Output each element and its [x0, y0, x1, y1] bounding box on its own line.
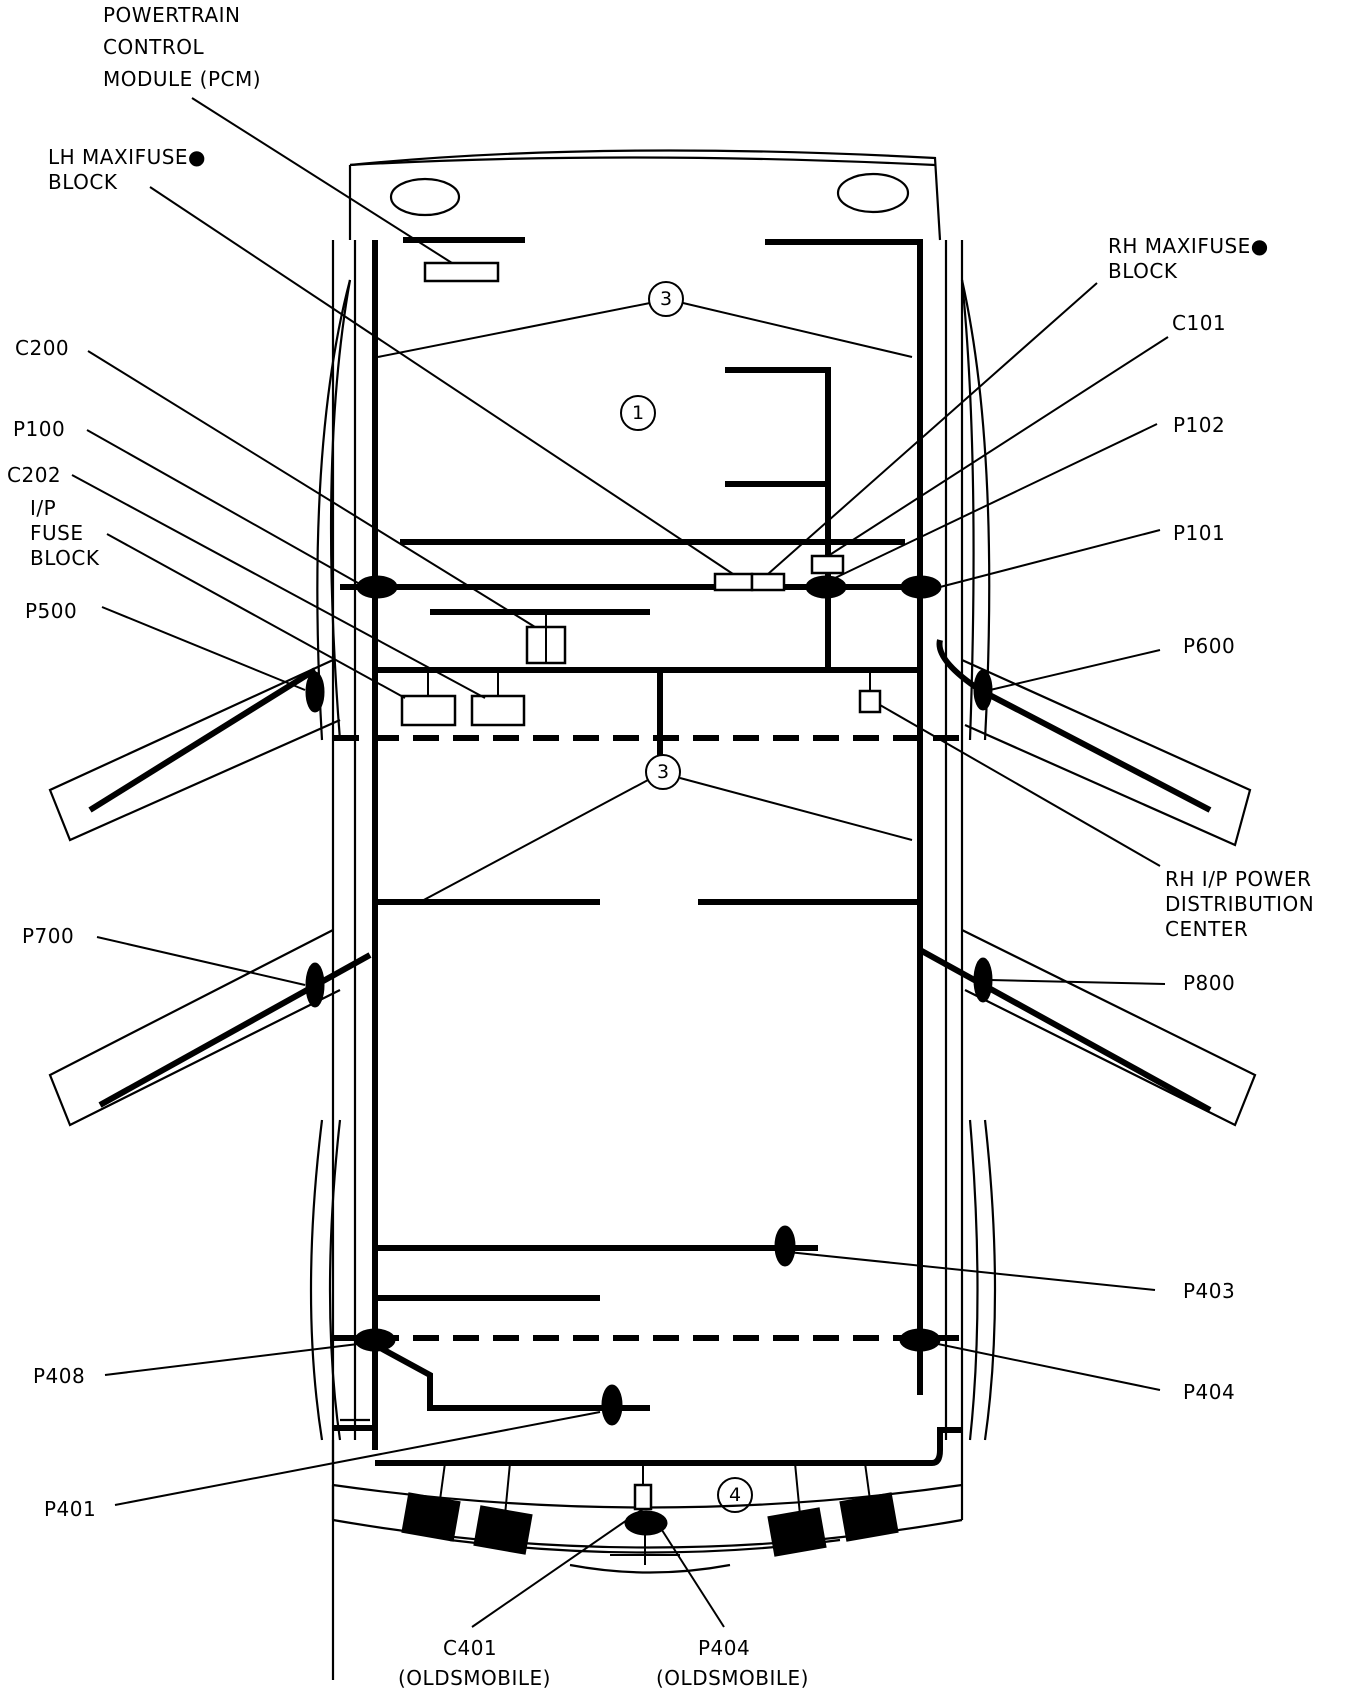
label-rh-ip-power-distribution-center: RH I/P POWER DISTRIBUTION CENTER [1165, 867, 1314, 941]
svg-text:(OLDSMOBILE): (OLDSMOBILE) [398, 1666, 551, 1690]
label-p403: P403 [1183, 1279, 1235, 1303]
p101-connector [900, 575, 942, 599]
label-p408: P408 [33, 1364, 85, 1388]
svg-text:I/P: I/P [30, 496, 56, 520]
callout-1: 1 [620, 395, 656, 431]
p403-connector [774, 1225, 796, 1267]
label-lh-maxifuse-block: LH MAXIFUSE● BLOCK [48, 145, 206, 194]
svg-text:MODULE (PCM): MODULE (PCM) [103, 67, 261, 91]
rh-rear-door [918, 929, 1257, 1127]
label-c200: C200 [15, 336, 69, 360]
rh-ip-power-distribution-center [858, 689, 882, 714]
label-c401-oldsmobile: C401 (OLDSMOBILE) [398, 1636, 551, 1690]
label-p404: P404 [1183, 1380, 1235, 1404]
lh-rear-door [48, 929, 372, 1127]
lh-maxifuse-block [713, 572, 754, 592]
vehicle-outline [309, 149, 997, 1680]
label-p100: P100 [13, 417, 65, 441]
svg-text:P404: P404 [698, 1636, 750, 1660]
c202-connector [470, 694, 526, 727]
c101-connector [805, 575, 847, 599]
rh-front-door [936, 639, 1252, 847]
svg-text:BLOCK: BLOCK [30, 546, 100, 570]
p102-box [810, 554, 845, 575]
svg-text:FUSE: FUSE [30, 521, 83, 545]
leader-lines [71, 97, 1169, 1628]
c401-connector [633, 1483, 653, 1511]
lh-front-door [48, 659, 341, 842]
svg-text:CENTER: CENTER [1165, 917, 1248, 941]
label-ip-fuse-block: I/P FUSE BLOCK [30, 496, 100, 570]
callout-4: 4 [717, 1477, 753, 1513]
svg-text:3: 3 [657, 761, 669, 783]
label-p500: P500 [25, 599, 77, 623]
p800-connector [973, 957, 993, 1003]
p700-connector [305, 962, 325, 1008]
pcm-module [423, 261, 500, 283]
label-p600: P600 [1183, 634, 1235, 658]
label-p101: P101 [1173, 521, 1225, 545]
p600-connector [973, 669, 993, 711]
label-c202: C202 [7, 463, 61, 487]
svg-text:(OLDSMOBILE): (OLDSMOBILE) [656, 1666, 809, 1690]
svg-text:C401: C401 [443, 1636, 497, 1660]
p404-oldsmobile-connector [624, 1510, 668, 1536]
p404-connector [899, 1328, 941, 1352]
label-p700: P700 [22, 924, 74, 948]
label-p404-oldsmobile: P404 (OLDSMOBILE) [656, 1636, 809, 1690]
svg-text:CONTROL: CONTROL [103, 35, 205, 59]
svg-text:4: 4 [729, 1484, 741, 1506]
rh-headlamp [836, 172, 910, 214]
label-c101: C101 [1172, 311, 1226, 335]
svg-text:RH I/P POWER: RH I/P POWER [1165, 867, 1311, 891]
p401-connector [601, 1384, 623, 1426]
svg-text:DISTRIBUTION: DISTRIBUTION [1165, 892, 1314, 916]
lh-headlamp [389, 177, 461, 217]
label-p800: P800 [1183, 971, 1235, 995]
rh-maxifuse-block [750, 572, 786, 592]
rear-lamps [401, 1462, 899, 1557]
svg-text:BLOCK: BLOCK [48, 170, 118, 194]
label-p401: P401 [44, 1497, 96, 1521]
p100-connector [356, 575, 398, 599]
svg-text:1: 1 [632, 402, 644, 424]
svg-text:BLOCK: BLOCK [1108, 259, 1178, 283]
svg-text:POWERTRAIN: POWERTRAIN [103, 3, 241, 27]
p500-connector [305, 671, 325, 713]
ip-fuse-block [400, 694, 457, 727]
callout-3-mid: 3 [419, 754, 913, 903]
label-pcm: POWERTRAIN CONTROL MODULE (PCM) [103, 3, 261, 91]
engine-harness [333, 237, 962, 1466]
callout-3-front: 3 [377, 281, 913, 358]
label-p102: P102 [1173, 413, 1225, 437]
svg-text:LH MAXIFUSE●: LH MAXIFUSE● [48, 145, 206, 169]
p408-connector [354, 1328, 396, 1352]
svg-text:3: 3 [660, 288, 672, 310]
svg-text:RH MAXIFUSE●: RH MAXIFUSE● [1108, 234, 1269, 258]
label-rh-maxifuse-block: RH MAXIFUSE● BLOCK [1108, 234, 1269, 283]
